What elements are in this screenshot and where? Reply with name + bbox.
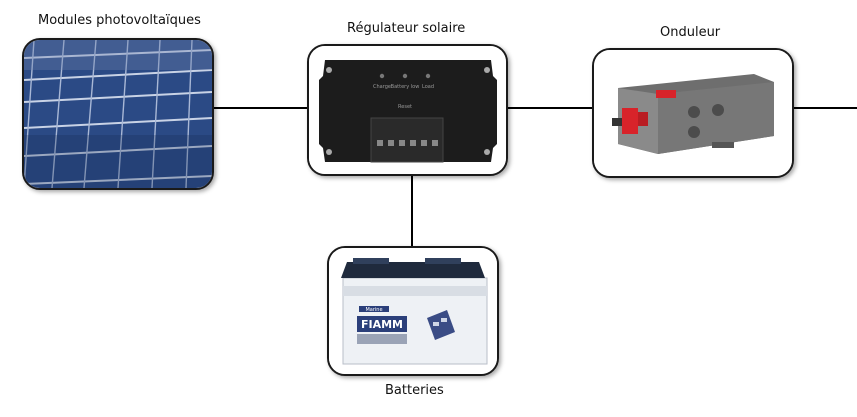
battery-brand: FIAMM bbox=[361, 318, 403, 331]
battery-label: Batteries bbox=[385, 383, 444, 398]
battery-node: Marine FIAMM bbox=[327, 246, 499, 376]
inverter-image bbox=[594, 50, 792, 176]
regulator-node: Charge Battery low Load Reset bbox=[307, 44, 508, 176]
battery-tag: Marine bbox=[365, 307, 382, 313]
indicator-charge: Charge bbox=[373, 84, 391, 90]
inverter-node bbox=[592, 48, 794, 178]
regulator-label: Régulateur solaire bbox=[347, 21, 466, 36]
reset-label: Reset bbox=[398, 104, 412, 110]
indicator-battery-low: Battery low bbox=[391, 84, 420, 90]
inverter-label: Onduleur bbox=[660, 25, 721, 40]
solar-panel-image bbox=[24, 40, 212, 188]
panels-label: Modules photovoltaïques bbox=[38, 13, 201, 28]
panels-node bbox=[22, 38, 214, 190]
charge-controller-image: Charge Battery low Load Reset bbox=[309, 46, 506, 174]
battery-image: Marine FIAMM bbox=[329, 248, 497, 374]
indicator-load: Load bbox=[422, 84, 434, 90]
